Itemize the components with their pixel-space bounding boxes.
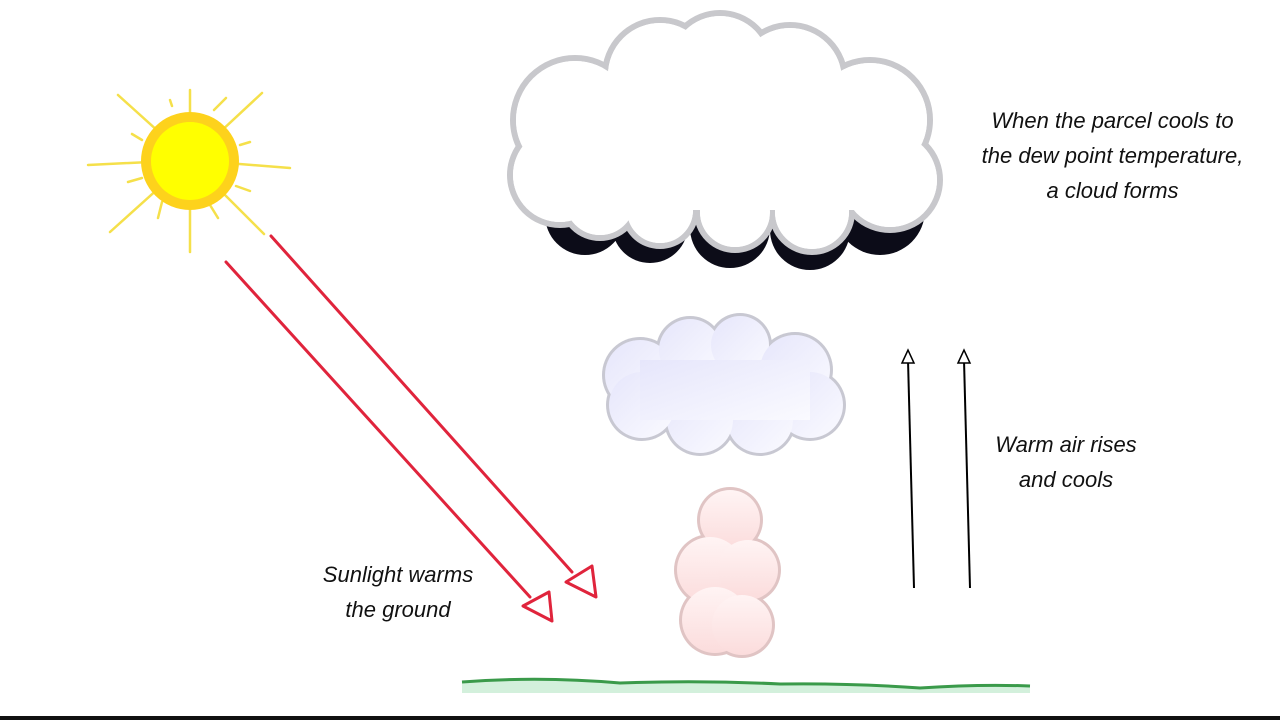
sunlight-arrows bbox=[224, 234, 598, 623]
arrowhead-icon bbox=[521, 590, 554, 623]
warm-air-parcel bbox=[674, 487, 781, 658]
rising-air-arrows bbox=[900, 348, 972, 589]
label-line: a cloud forms bbox=[1046, 178, 1179, 203]
warm-air-label: Warm air rises and cools bbox=[976, 427, 1156, 497]
sunlight-arrow-1 bbox=[224, 260, 532, 599]
arrowhead-icon bbox=[564, 564, 598, 599]
bottom-border bbox=[0, 716, 1280, 720]
sunlight-label: Sunlight warms the ground bbox=[300, 557, 496, 627]
sunlight-arrow-2 bbox=[269, 234, 574, 574]
arrowhead-icon bbox=[956, 348, 972, 364]
ground bbox=[461, 677, 1031, 693]
sun-icon bbox=[86, 88, 292, 254]
label-line: the dew point temperature, bbox=[981, 143, 1244, 168]
label-line: When the parcel cools to bbox=[991, 108, 1234, 133]
cloud-forms-label: When the parcel cools to the dew point t… bbox=[950, 103, 1275, 208]
up-arrow-1 bbox=[907, 359, 915, 589]
arrowhead-icon bbox=[900, 348, 916, 364]
cumulus-cloud bbox=[507, 10, 943, 270]
label-line: and cools bbox=[1018, 467, 1114, 492]
label-line: the ground bbox=[345, 597, 451, 622]
cooling-parcel-cloud bbox=[602, 313, 846, 456]
label-line: Warm air rises bbox=[995, 432, 1137, 457]
label-line: Sunlight warms bbox=[322, 562, 474, 587]
up-arrow-2 bbox=[963, 359, 971, 589]
